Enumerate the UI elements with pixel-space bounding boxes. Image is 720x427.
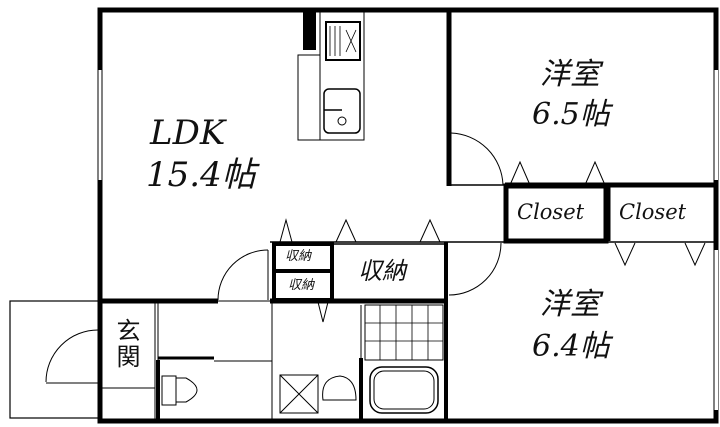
bathroom-tiles bbox=[364, 304, 444, 361]
storage-large-label: 収納 bbox=[358, 257, 406, 285]
entrance-door-swing bbox=[45, 329, 99, 383]
closet-folding-door bbox=[509, 160, 606, 186]
storage-folding-door bbox=[279, 218, 441, 243]
kitchen-sink bbox=[323, 88, 361, 134]
entrance-porch bbox=[9, 300, 101, 419]
kitchen-counter-side bbox=[297, 54, 321, 141]
washing-machine-pan bbox=[279, 374, 319, 414]
toilet-fixture bbox=[161, 375, 198, 406]
washroom-folding-door bbox=[317, 301, 329, 323]
outer-wall bbox=[97, 7, 719, 424]
window bbox=[713, 70, 718, 180]
stove bbox=[325, 21, 361, 61]
room-door-swing bbox=[450, 132, 504, 186]
hall-door-swing bbox=[217, 249, 269, 301]
closet-folding-door bbox=[614, 242, 706, 267]
ldk-label: LDK bbox=[150, 113, 226, 153]
storage-small-2-label: 収納 bbox=[288, 278, 315, 293]
ldk-size: 15.4帖 bbox=[146, 155, 256, 195]
window bbox=[97, 70, 103, 180]
storage-small-1-label: 収納 bbox=[285, 249, 312, 264]
room-door-swing bbox=[448, 242, 502, 296]
western-room-2-label: 洋室 bbox=[540, 287, 600, 322]
western-room-1-label: 洋室 bbox=[540, 57, 600, 92]
closet-2-label: Closet bbox=[619, 200, 687, 224]
western-room-2-size: 6.4帖 bbox=[532, 329, 610, 364]
entrance-label: 玄関 bbox=[112, 318, 140, 370]
closet-1-label: Closet bbox=[517, 200, 585, 224]
western-room-1-size: 6.5帖 bbox=[532, 97, 610, 132]
washbasin bbox=[322, 375, 357, 401]
window bbox=[713, 250, 718, 410]
bathtub bbox=[369, 366, 439, 414]
kitchen-pillar bbox=[303, 12, 316, 50]
